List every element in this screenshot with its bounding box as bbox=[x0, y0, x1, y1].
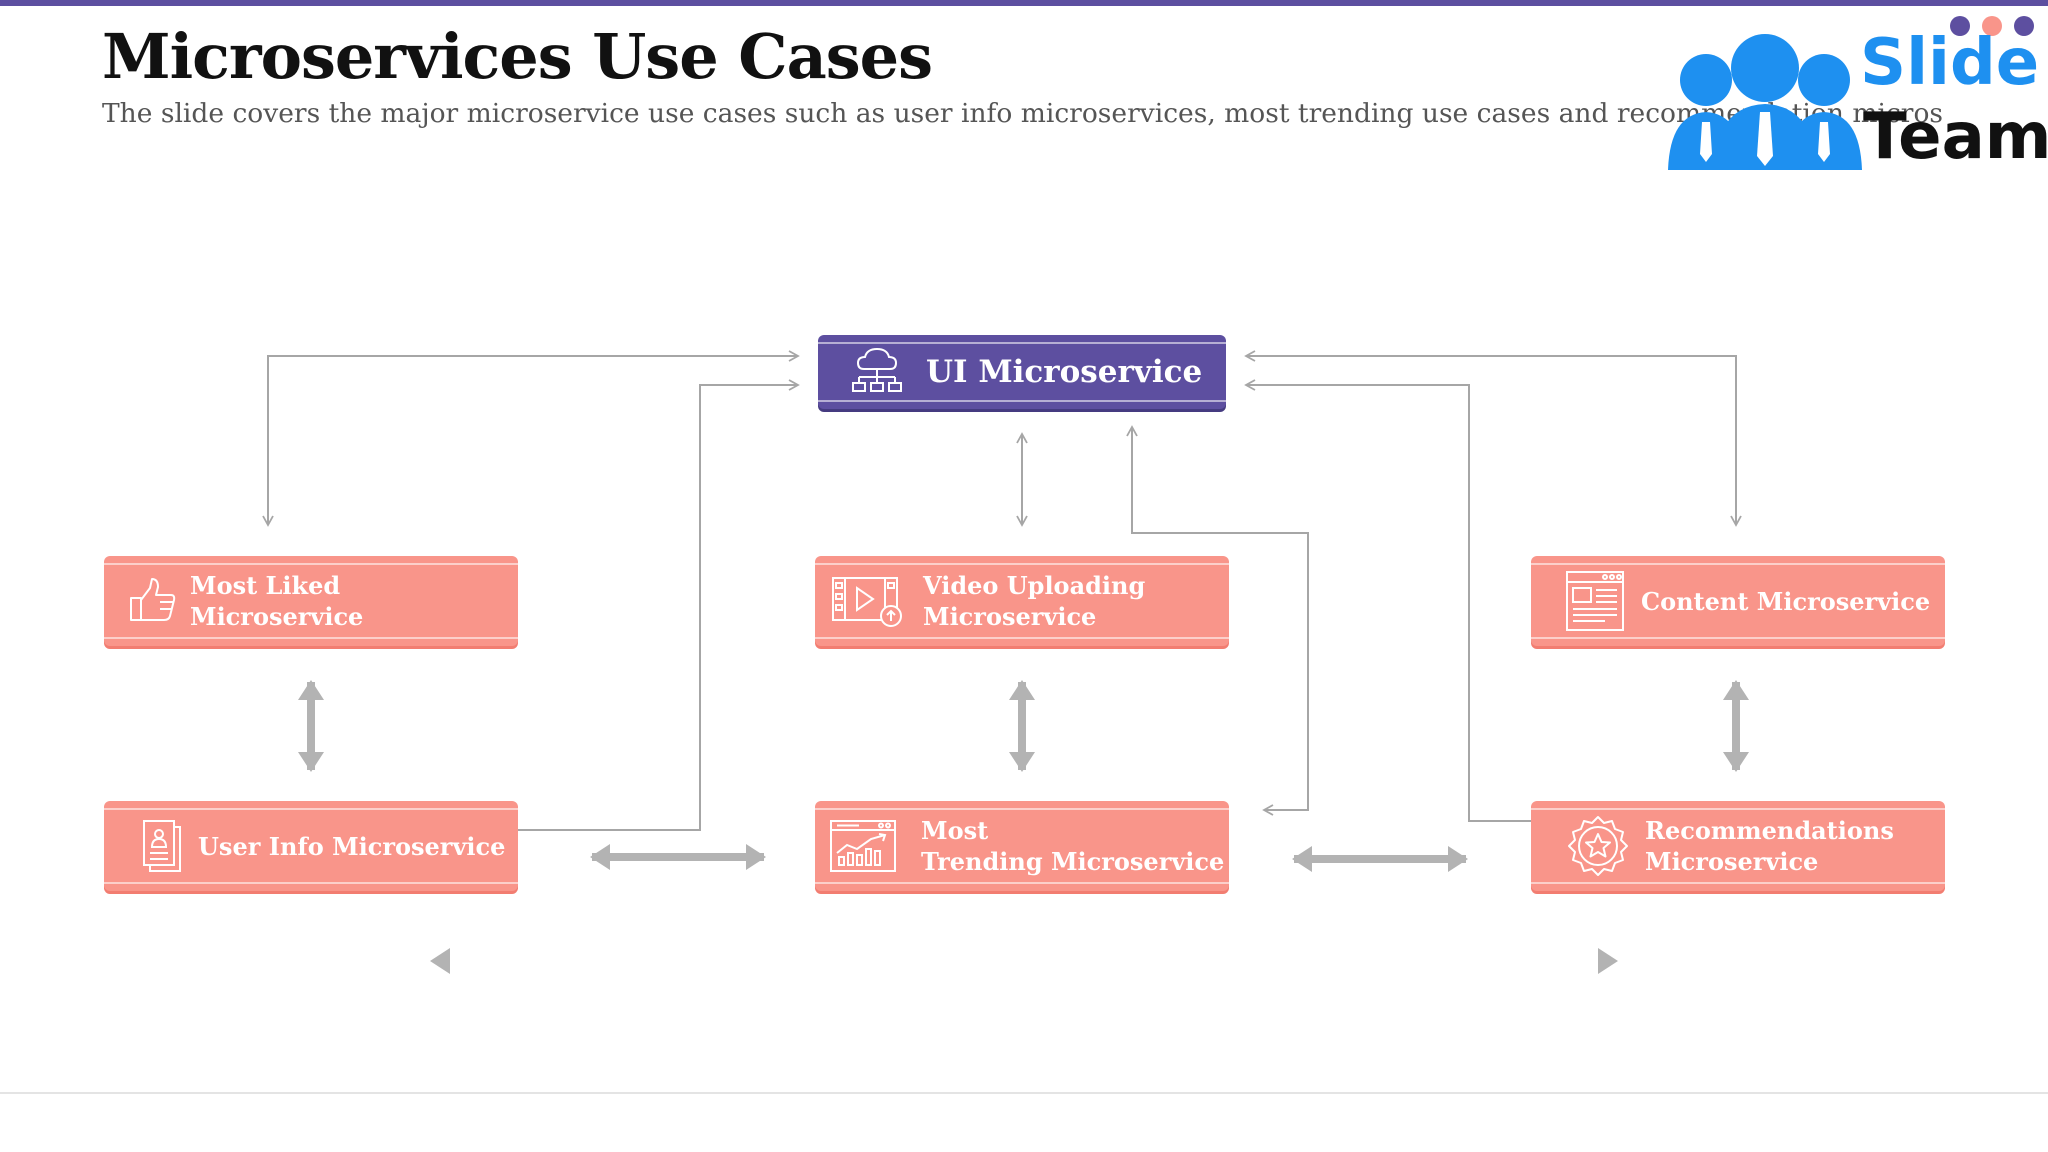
slide-title: Microservices Use Cases bbox=[102, 20, 933, 93]
node-rule-top bbox=[104, 563, 518, 565]
node-rule-top bbox=[818, 342, 1226, 344]
node-most-trending-line2: Trending Microservice bbox=[921, 847, 1225, 876]
node-rule-bottom bbox=[1531, 637, 1945, 639]
node-video-uploading-label: Video Uploading Microservice bbox=[923, 570, 1145, 632]
node-content-label: Content Microservice bbox=[1641, 586, 1931, 616]
node-recommendations-label: Recommendations Microservice bbox=[1645, 815, 1894, 877]
node-user-info-label: User Info Microservice bbox=[198, 831, 506, 861]
cloud-network-icon bbox=[850, 345, 904, 399]
node-rule-top bbox=[1531, 563, 1945, 565]
trending-chart-icon bbox=[829, 819, 897, 873]
connector-user-info-ui bbox=[484, 379, 800, 836]
node-rule-bottom bbox=[815, 637, 1229, 639]
connector-ui-recommendations bbox=[1244, 379, 1556, 827]
node-video-uploading-line2: Microservice bbox=[923, 602, 1097, 631]
node-recommendations-line1: Recommendations bbox=[1645, 816, 1894, 845]
node-ui-microservice: UI Microservice bbox=[818, 335, 1226, 409]
node-rule-bottom bbox=[818, 400, 1226, 402]
node-video-uploading-line1: Video Uploading bbox=[923, 571, 1146, 600]
slideteam-logo: Slide Team bbox=[1660, 10, 2048, 174]
logo-word-team: Team bbox=[1863, 100, 2048, 174]
thumbs-up-icon bbox=[128, 576, 178, 626]
node-rule-bottom bbox=[104, 882, 518, 884]
connector-ui-content bbox=[1244, 350, 1742, 527]
node-rule-top bbox=[104, 808, 518, 810]
node-recommendations: Recommendations Microservice bbox=[1531, 801, 1945, 891]
node-recommendations-line2: Microservice bbox=[1645, 847, 1819, 876]
video-upload-icon bbox=[831, 574, 903, 628]
team-people-icon bbox=[1668, 34, 1862, 170]
node-most-liked: Most Liked Microservice bbox=[104, 556, 518, 646]
node-most-trending-label: Most Trending Microservice bbox=[921, 815, 1224, 877]
node-rule-top bbox=[1531, 808, 1945, 810]
node-most-trending: Most Trending Microservice bbox=[815, 801, 1229, 891]
node-ui-label: UI Microservice bbox=[926, 353, 1203, 390]
node-rule-top bbox=[815, 808, 1229, 810]
logo-dot-1 bbox=[1950, 16, 1970, 36]
content-page-icon bbox=[1565, 570, 1625, 632]
node-video-uploading: Video Uploading Microservice bbox=[815, 556, 1229, 646]
node-rule-top bbox=[815, 563, 1229, 565]
footer-divider bbox=[0, 1092, 2048, 1094]
node-most-liked-label: Most Liked Microservice bbox=[190, 571, 364, 631]
user-document-icon bbox=[142, 819, 182, 873]
logo-dot-2 bbox=[1982, 16, 2002, 36]
logo-word-slide: Slide bbox=[1860, 26, 2040, 100]
node-rule-bottom bbox=[815, 882, 1229, 884]
slide-subtitle: The slide covers the major microservice … bbox=[102, 98, 1942, 129]
node-rule-bottom bbox=[104, 637, 518, 639]
star-badge-icon bbox=[1567, 815, 1629, 877]
node-rule-bottom bbox=[1531, 882, 1945, 884]
node-most-trending-line1: Most bbox=[921, 816, 989, 845]
node-content: Content Microservice bbox=[1531, 556, 1945, 646]
logo-dot-3 bbox=[2014, 16, 2034, 36]
connector-ui-most-liked bbox=[262, 350, 800, 527]
top-accent-bar bbox=[0, 0, 2048, 6]
node-user-info: User Info Microservice bbox=[104, 801, 518, 891]
